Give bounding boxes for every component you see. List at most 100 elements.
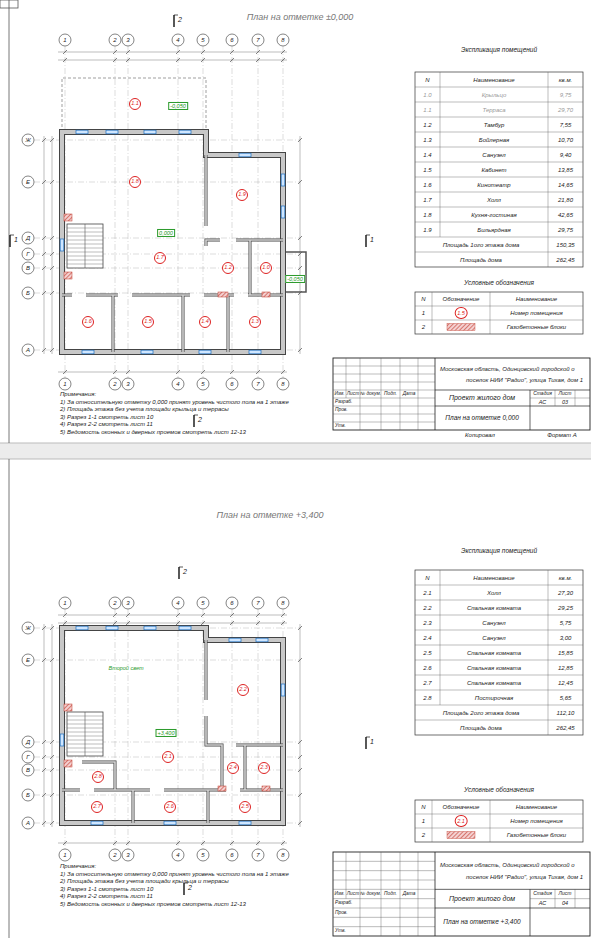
note: 3) Разрез 1-1 смотреть лист 10 [60, 413, 153, 420]
drawing-stroke [50, 348, 54, 352]
axis-label: 6 [230, 381, 233, 388]
drawing-stroke [256, 613, 260, 617]
drawing-stroke [575, 390, 576, 406]
drawing-stroke [42, 626, 46, 630]
drawing-stroke [63, 58, 67, 62]
axis-label: Г [26, 251, 29, 258]
axis-label: 2 [113, 600, 116, 607]
axis-label: 1 [63, 600, 66, 607]
drawing-stroke [126, 50, 130, 54]
axis-bubble [172, 34, 184, 46]
drawing-stroke [415, 207, 583, 208]
drawing-stroke [113, 841, 117, 845]
stair [67, 712, 103, 756]
sheet-gap [0, 443, 591, 459]
axis-label: 4 [176, 600, 179, 607]
table-cell: 2.7 [423, 679, 431, 686]
table-cell: Спальная комната [467, 664, 521, 671]
drawing-stroke [176, 58, 180, 62]
room-number-text: 2.4 [229, 765, 237, 771]
table-title: Условные обозначения [464, 786, 534, 793]
drawing-stroke [575, 889, 576, 908]
axis-bubble [22, 751, 34, 763]
table-frame [415, 800, 583, 842]
drawing-stroke [415, 147, 583, 148]
drawing-stroke [415, 675, 583, 676]
title-block-header: № докум. [360, 391, 381, 396]
drawing-stroke [50, 658, 54, 662]
drawing-stroke [366, 737, 370, 738]
room-number-text: 1.4 [201, 319, 209, 325]
drawing-stroke [415, 615, 583, 616]
section-mark: 2 [188, 884, 192, 892]
drawing-stroke [555, 889, 556, 908]
table-cell: 2.5 [423, 649, 431, 656]
table-title: Экспликация помещений [461, 547, 537, 554]
drawing-stroke [128, 609, 129, 849]
title-block-header: № докум. [360, 891, 381, 896]
axis-bubble [22, 262, 34, 274]
legend-text: Газобетонные блоки [507, 324, 566, 331]
gas-block [64, 704, 72, 711]
drawing-stroke [63, 621, 67, 625]
title-block-header: Стадия [533, 891, 552, 897]
room-number-text: 2.6 [166, 804, 174, 810]
drawing-stroke [281, 58, 285, 62]
room-number: 2.7 [91, 801, 104, 814]
axis-bubble [277, 849, 289, 861]
room-number-text: 1.9 [238, 192, 246, 198]
axis-label: 3 [126, 381, 129, 388]
window [249, 350, 261, 354]
drawing-stroke [415, 814, 583, 815]
axis-label: 3 [126, 600, 129, 607]
room-number: 2.2 [237, 684, 250, 697]
drawing-stroke [183, 883, 184, 895]
drawing-stroke [42, 138, 46, 142]
axis-label: 4 [176, 381, 179, 388]
note: 4) Разрез 2-2 смотреть лист 11 [60, 893, 153, 900]
drawing-stroke [555, 390, 556, 406]
drawing-stroke [128, 46, 129, 378]
window [239, 153, 251, 157]
window [91, 821, 103, 825]
drawing-stroke [415, 177, 583, 178]
drawing-stroke [50, 291, 54, 295]
outer-wall [62, 628, 283, 823]
drawing-stroke [176, 613, 180, 617]
drawing-stroke [115, 46, 116, 378]
drawing-stroke [333, 880, 435, 881]
drawing-stroke [256, 370, 260, 374]
drawing-stroke [258, 46, 259, 378]
drawing-stroke [298, 180, 302, 184]
drawing-stroke [366, 235, 370, 236]
room-number-text: 2.8 [94, 774, 102, 780]
drawing-stroke [178, 46, 179, 378]
note: 2) Площадь этажа без учета площади крыль… [60, 406, 229, 413]
inner-wall-fill [62, 640, 283, 823]
table-cell: 3,00 [560, 634, 572, 641]
drawing-stroke [298, 793, 302, 797]
axis-label: 5 [201, 381, 204, 388]
drawing-stroke [415, 192, 583, 193]
drawing-stroke [126, 841, 130, 845]
axis-bubble [197, 597, 209, 609]
axis-bubble [22, 654, 34, 666]
drawing-stroke [333, 889, 435, 890]
title-block-cell: 04 [562, 900, 568, 906]
room-number: 2.8 [92, 771, 105, 784]
table-cell: 7,55 [560, 121, 572, 128]
gas-block [64, 272, 72, 279]
drawing-stroke [42, 740, 46, 744]
drawing-stroke [432, 292, 433, 334]
table-header: N [425, 574, 429, 581]
axis-bubble [109, 34, 121, 46]
table-cell: 13,85 [558, 166, 573, 173]
drawing-stroke [10, 235, 14, 236]
drawing-stroke [298, 266, 302, 270]
axis-bubble [122, 34, 134, 46]
axis-label: Д [26, 739, 30, 746]
room-number-text: 2.3 [260, 765, 268, 771]
level-mark: Второй свет [107, 665, 144, 671]
axis-label: Г [26, 754, 29, 761]
drawing-stroke [256, 58, 260, 62]
